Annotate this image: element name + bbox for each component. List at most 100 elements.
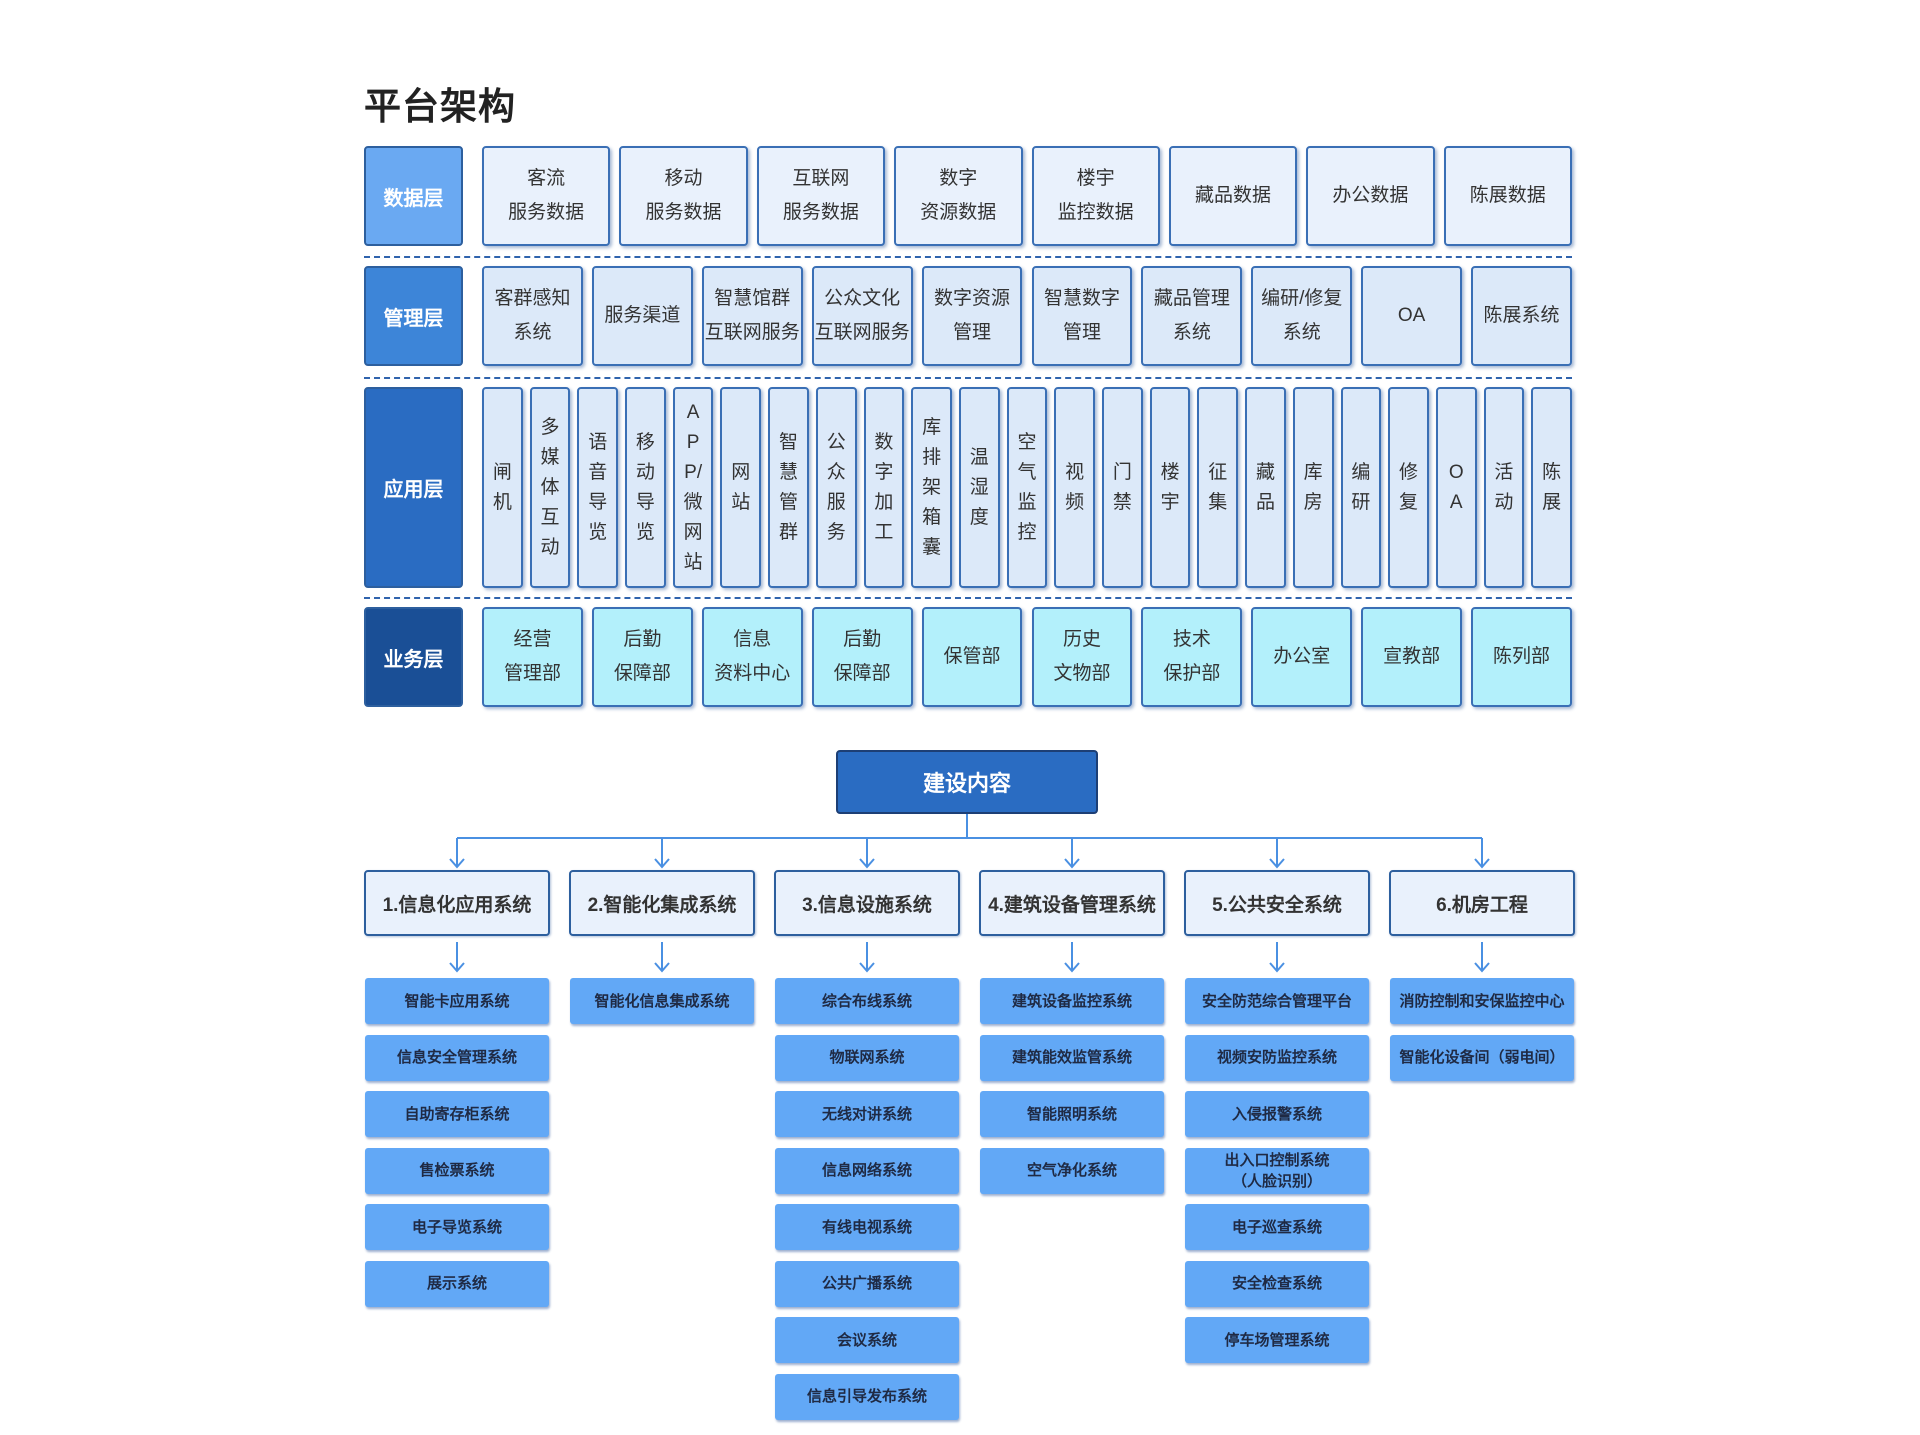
vertical-label: 智慧管群 [779, 431, 799, 543]
layer-divider [364, 597, 1572, 599]
arrow-head [1269, 962, 1285, 973]
subsystem-item: 自助寄存柜系统 [365, 1091, 549, 1137]
subsystem-item: 电子巡查系统 [1185, 1204, 1369, 1250]
application-layer-label: 应用层 [364, 387, 463, 588]
subsystem-item: 信息安全管理系统 [365, 1034, 549, 1081]
arrow-head [654, 858, 670, 869]
application-layer-item: 楼宇 [1149, 387, 1191, 588]
business-layer-item: 信息 资料中心 [701, 607, 803, 707]
vertical-label: 楼宇 [1160, 461, 1180, 513]
vertical-label: 语音导览 [588, 431, 608, 543]
subsystem-item: 安全防范综合管理平台 [1185, 978, 1369, 1024]
vertical-label: 库排架箱囊 [922, 416, 942, 558]
vertical-label: 编研 [1351, 461, 1371, 513]
vertical-label: 移动导览 [635, 431, 655, 543]
vertical-label: 修复 [1399, 461, 1419, 513]
construction-content-header: 建设内容 [836, 750, 1098, 814]
arrow-head [859, 962, 875, 973]
system-category-header: 2.智能化集成系统 [569, 870, 755, 936]
data-layer-label: 数据层 [364, 146, 463, 246]
subsystem-item: 建筑能效监管系统 [980, 1034, 1164, 1081]
system-category-header: 5.公共安全系统 [1184, 870, 1370, 936]
application-layer-item: 活动 [1483, 387, 1525, 588]
management-layer-item: 客群感知 系统 [482, 266, 583, 366]
data-layer-item: 办公数据 [1306, 146, 1435, 246]
management-layer-item: 陈展系统 [1471, 266, 1572, 366]
application-layer-item: 智慧管群 [768, 387, 809, 588]
application-layer-item: 移动导览 [625, 387, 666, 588]
application-layer-item: 公众服务 [815, 387, 857, 588]
layer-divider [364, 377, 1572, 379]
system-category-header: 6.机房工程 [1389, 870, 1575, 936]
application-layer-item: 陈展 [1531, 387, 1572, 588]
business-layer-item: 保管部 [921, 607, 1023, 707]
data-layer-item: 陈展数据 [1443, 146, 1572, 246]
application-layer-item: 数字加工 [863, 387, 905, 588]
application-layer-item: 编研 [1340, 387, 1382, 588]
application-layer-item: APP/微网站 [672, 387, 714, 588]
business-layer-item: 宣教部 [1361, 607, 1463, 707]
subsystem-item: 售检票系统 [365, 1147, 549, 1194]
business-layer-item: 办公室 [1251, 607, 1353, 707]
vertical-label: OA [1448, 461, 1464, 513]
subsystem-item: 电子导览系统 [365, 1204, 549, 1250]
application-layer-item: 藏品 [1245, 387, 1286, 588]
vertical-label: 活动 [1494, 461, 1514, 513]
management-layer-item: OA [1361, 266, 1463, 366]
subsystem-item: 停车场管理系统 [1185, 1317, 1369, 1363]
management-layer-item: 智慧馆群 互联网服务 [701, 266, 803, 366]
arrow-head [1064, 962, 1080, 973]
management-layer-item: 编研/修复 系统 [1251, 266, 1353, 366]
system-category-header: 4.建筑设备管理系统 [979, 870, 1165, 936]
application-layer-item: 库排架箱囊 [911, 387, 952, 588]
arrow-head [1474, 858, 1490, 869]
arrow-head [449, 858, 465, 869]
subsystem-item: 空气净化系统 [980, 1147, 1164, 1194]
vertical-label: 视频 [1065, 461, 1085, 513]
application-layer-item: 闸机 [482, 387, 523, 588]
subsystem-item: 有线电视系统 [775, 1204, 959, 1250]
arrow-head [654, 962, 670, 973]
data-layer-item: 数字 资源数据 [894, 146, 1023, 246]
subsystem-item: 展示系统 [365, 1260, 549, 1307]
application-layer-item: 门禁 [1102, 387, 1143, 588]
management-layer-item: 数字资源 管理 [921, 266, 1023, 366]
vertical-label: 温湿度 [969, 446, 989, 528]
system-category-header: 1.信息化应用系统 [364, 870, 550, 936]
management-layer-item: 公众文化 互联网服务 [811, 266, 913, 366]
subsystem-item: 综合布线系统 [775, 978, 959, 1024]
vertical-label: 闸机 [492, 461, 512, 513]
subsystem-item: 入侵报警系统 [1185, 1091, 1369, 1137]
subsystem-item: 无线对讲系统 [775, 1091, 959, 1137]
application-layer-item: 语音导览 [577, 387, 619, 588]
application-layer-item: 视频 [1054, 387, 1096, 588]
application-layer-item: 温湿度 [958, 387, 1000, 588]
subsystem-item: 建筑设备监控系统 [980, 978, 1164, 1024]
management-layer-item: 服务渠道 [591, 266, 693, 366]
system-category-header: 3.信息设施系统 [774, 870, 960, 936]
subsystem-item: 智能化设备间（弱电间） [1390, 1034, 1574, 1081]
layer-divider [364, 256, 1572, 258]
arrow-head [1474, 962, 1490, 973]
vertical-label: APP/微网站 [683, 401, 703, 573]
vertical-label: 库房 [1303, 461, 1323, 513]
data-layer-item: 客流 服务数据 [482, 146, 611, 246]
application-layer-item: 库房 [1292, 387, 1334, 588]
subsystem-item: 智能照明系统 [980, 1091, 1164, 1137]
application-layer-item: 网站 [720, 387, 762, 588]
vertical-label: 门禁 [1112, 461, 1132, 513]
vertical-label: 空气监控 [1017, 431, 1037, 543]
vertical-label: 数字加工 [874, 431, 894, 543]
vertical-label: 征集 [1208, 461, 1228, 513]
data-layer-item: 藏品数据 [1168, 146, 1298, 246]
vertical-label: 多媒体互动 [540, 416, 560, 558]
business-layer-item: 技术 保护部 [1141, 607, 1243, 707]
management-layer-label: 管理层 [364, 266, 463, 366]
subsystem-item: 会议系统 [775, 1317, 959, 1363]
business-layer-item: 陈列部 [1471, 607, 1572, 707]
application-layer-item: 多媒体互动 [529, 387, 571, 588]
arrow-head [1064, 858, 1080, 869]
data-layer-item: 互联网 服务数据 [756, 146, 886, 246]
subsystem-item: 智能卡应用系统 [365, 978, 549, 1024]
